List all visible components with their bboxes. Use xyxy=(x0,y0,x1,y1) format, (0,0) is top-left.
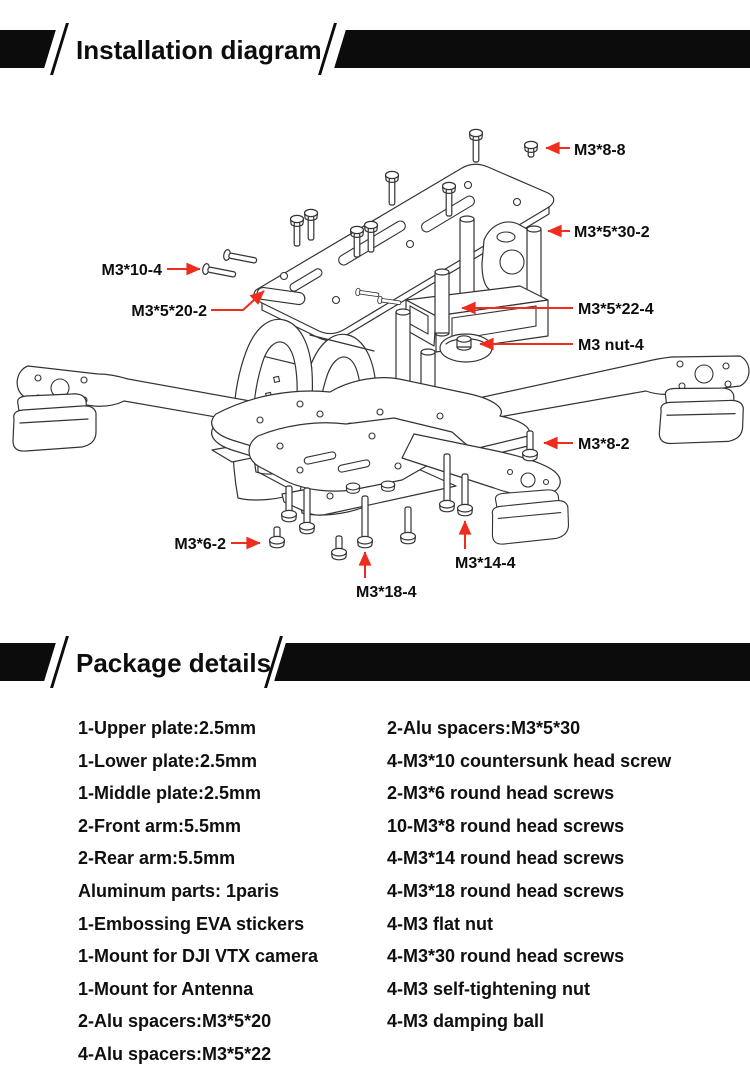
package-item: 4-M3 flat nut xyxy=(387,913,493,934)
callout-label-m3-14: M3*14-4 xyxy=(455,555,516,572)
package-item: 4-M3*10 countersunk head screw xyxy=(387,750,672,771)
package-item: 2-Alu spacers:M3*5*20 xyxy=(78,1011,272,1032)
package-item: 10-M3*8 round head screws xyxy=(387,815,625,836)
package-item: 2-M3*6 round head screws xyxy=(387,783,615,804)
package-item: 2-Alu spacers:M3*5*30 xyxy=(387,718,581,738)
package-item: 4-M3 damping ball xyxy=(387,1011,545,1032)
callout-label-m3-5-22: M3*5*22-4 xyxy=(578,301,654,318)
callout-label-m3-8-2: M3*8-2 xyxy=(578,436,630,453)
callout-label-m3-nut: M3 nut-4 xyxy=(578,337,644,354)
package-item: 2-Front arm:5.5mm xyxy=(78,815,242,836)
bottom-screws xyxy=(269,430,539,561)
callout-label-m3-18: M3*18-4 xyxy=(356,584,417,601)
package-banner: Package details xyxy=(0,636,750,688)
callouts: M3*8-8 M3*5*30-2 M3*5*22-4 M3 nut-4 M3*8… xyxy=(102,141,654,601)
package-item: 1-Mount for Antenna xyxy=(78,978,254,999)
package-item: 1-Upper plate:2.5mm xyxy=(78,718,257,738)
package-item: 4-M3*30 round head screws xyxy=(387,946,625,967)
package-item: 1-Middle plate:2.5mm xyxy=(78,783,262,804)
callout-label-m3-10: M3*10-4 xyxy=(102,262,163,279)
package-list-left: 1-Upper plate:2.5mm 1-Lower plate:2.5mm … xyxy=(78,712,318,1071)
package-list-right: 2-Alu spacers:M3*5*30 4-M3*10 countersun… xyxy=(387,712,671,1038)
m3-nut xyxy=(456,335,472,351)
package-item: 1-Embossing EVA stickers xyxy=(78,913,305,934)
package-item: 4-M3*18 round head screws xyxy=(387,880,625,901)
package-item: 4-M3*14 round head screws xyxy=(387,848,625,869)
package-banner-title: Package details xyxy=(76,648,272,678)
package-item: 2-Rear arm:5.5mm xyxy=(78,848,236,869)
callout-label-m3-8-8: M3*8-8 xyxy=(574,142,626,159)
package-item: 4-Alu spacers:M3*5*22 xyxy=(78,1043,272,1064)
top-screws xyxy=(289,128,539,258)
package-item: 1-Mount for DJI VTX camera xyxy=(78,946,319,967)
package-item: Aluminum parts: 1paris xyxy=(78,880,280,901)
callout-label-m3-6: M3*6-2 xyxy=(174,536,226,553)
callout-arrow-m3-5-20 xyxy=(211,290,265,311)
installation-banner: Installation diagram xyxy=(0,23,750,75)
installation-banner-title: Installation diagram xyxy=(76,35,322,65)
package-item: 1-Lower plate:2.5mm xyxy=(78,750,258,771)
package-item: 4-M3 self-tightening nut xyxy=(387,978,590,999)
callout-label-m3-5-20: M3*5*20-2 xyxy=(131,303,207,320)
exploded-frame-diagram: M3*8-8 M3*5*30-2 M3*5*22-4 M3 nut-4 M3*8… xyxy=(12,128,750,601)
vtx-antenna-bracket xyxy=(481,221,539,307)
callout-label-m3-5-30: M3*5*30-2 xyxy=(574,224,650,241)
